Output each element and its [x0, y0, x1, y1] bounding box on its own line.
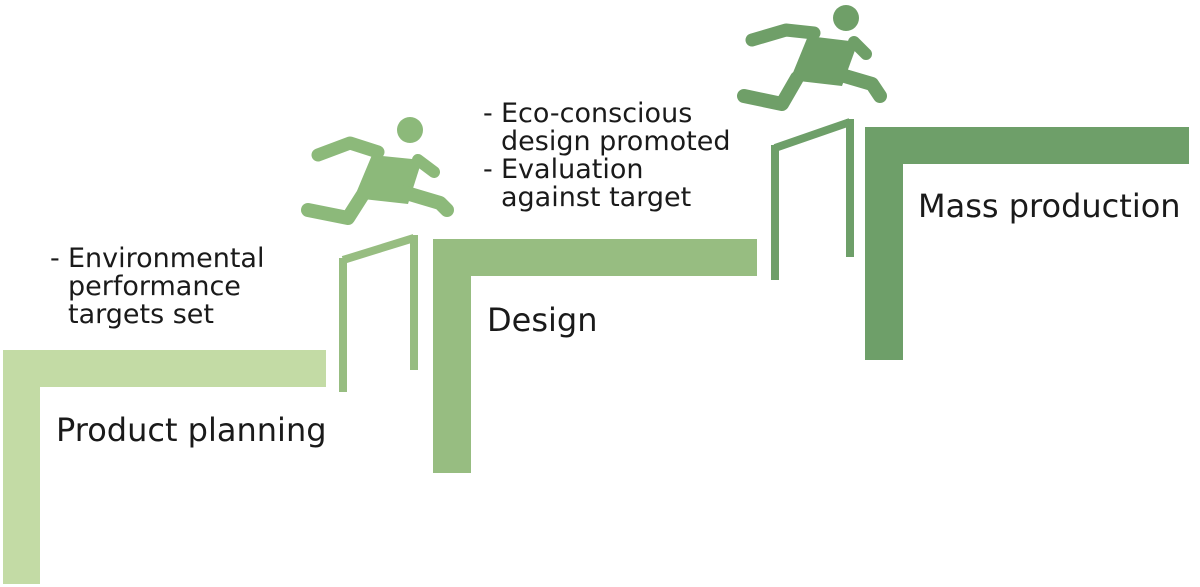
bullet-line: Eco-conscious — [501, 98, 693, 129]
step-mass-production — [865, 127, 1189, 360]
step-product-planning — [3, 350, 326, 584]
bullet-marker: - — [483, 154, 493, 185]
hurdler-figure-2 — [737, 5, 887, 111]
bullet-line: performance — [68, 271, 241, 302]
hurdle-1 — [339, 234, 418, 392]
bullet-marker: - — [483, 98, 493, 129]
bullet-line: targets set — [68, 299, 215, 330]
bullet-line: Environmental — [68, 243, 265, 274]
bullet-line: against target — [501, 182, 692, 213]
stage-title-design: Design — [487, 301, 598, 339]
hurdle-2 — [771, 118, 854, 280]
bullet-line: design promoted — [501, 126, 731, 157]
stage-title-mass-production: Mass production — [918, 187, 1181, 225]
hurdler-figure-1 — [301, 117, 454, 225]
bullet-marker: - — [50, 243, 60, 274]
step-design — [433, 239, 757, 473]
stage-title-product-planning: Product planning — [56, 411, 327, 449]
bullet-line: Evaluation — [501, 154, 644, 185]
